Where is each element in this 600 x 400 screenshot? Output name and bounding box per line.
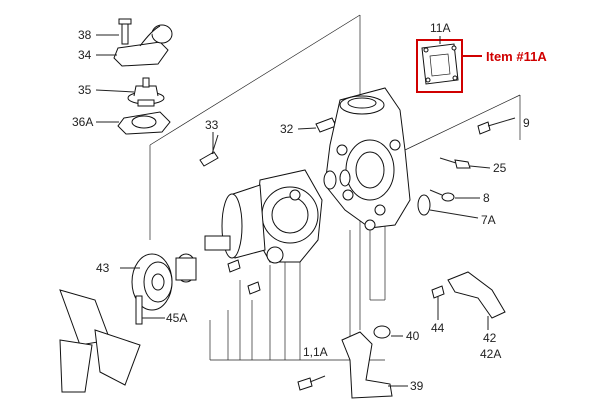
pump-assembly: [204, 169, 351, 264]
bolt-44: [431, 285, 445, 315]
bracket-42: [447, 271, 506, 319]
label-42A: 42A: [480, 347, 501, 361]
label-38: 38: [78, 28, 92, 42]
spacer-45A: [135, 295, 143, 325]
label-32: 32: [280, 122, 294, 136]
pump-bolts: [227, 259, 261, 295]
label-40: 40: [406, 329, 420, 343]
label-43: 43: [96, 261, 110, 275]
sensor-25: [439, 157, 471, 169]
label-7A: 7A: [481, 213, 496, 227]
o-ring-40: [373, 325, 391, 339]
label-44: 44: [431, 321, 445, 335]
gasket-11A: [421, 43, 459, 85]
label-8: 8: [483, 191, 490, 205]
fan-blades: [59, 289, 141, 393]
label-11A: 11A: [430, 21, 450, 35]
thermostat-housing-34: [113, 18, 173, 67]
label-9: 9: [523, 116, 530, 130]
bolt-bottom: [297, 375, 326, 391]
gasket-36A: [117, 111, 171, 135]
label-25: 25: [493, 161, 507, 175]
label-35: 35: [78, 83, 92, 97]
label-33: 33: [205, 118, 219, 132]
label-45A: 45A: [166, 311, 187, 325]
label-34: 34: [78, 48, 92, 62]
pipe-39: [341, 331, 393, 399]
leader-lines: [95, 34, 491, 387]
label-39: 39: [410, 379, 424, 393]
pump-housing: [324, 87, 411, 231]
plug-8: [429, 189, 455, 202]
bolt-33: [199, 134, 219, 167]
callout-item-11A: Item #11A: [486, 49, 547, 64]
label-36A: 36A: [72, 115, 93, 129]
washer-7A: [417, 194, 431, 216]
label-42: 42: [483, 331, 497, 345]
bolt-9: [477, 117, 516, 135]
thermostat-35: [127, 77, 165, 107]
label-1-1A: 1,1A: [303, 345, 328, 359]
